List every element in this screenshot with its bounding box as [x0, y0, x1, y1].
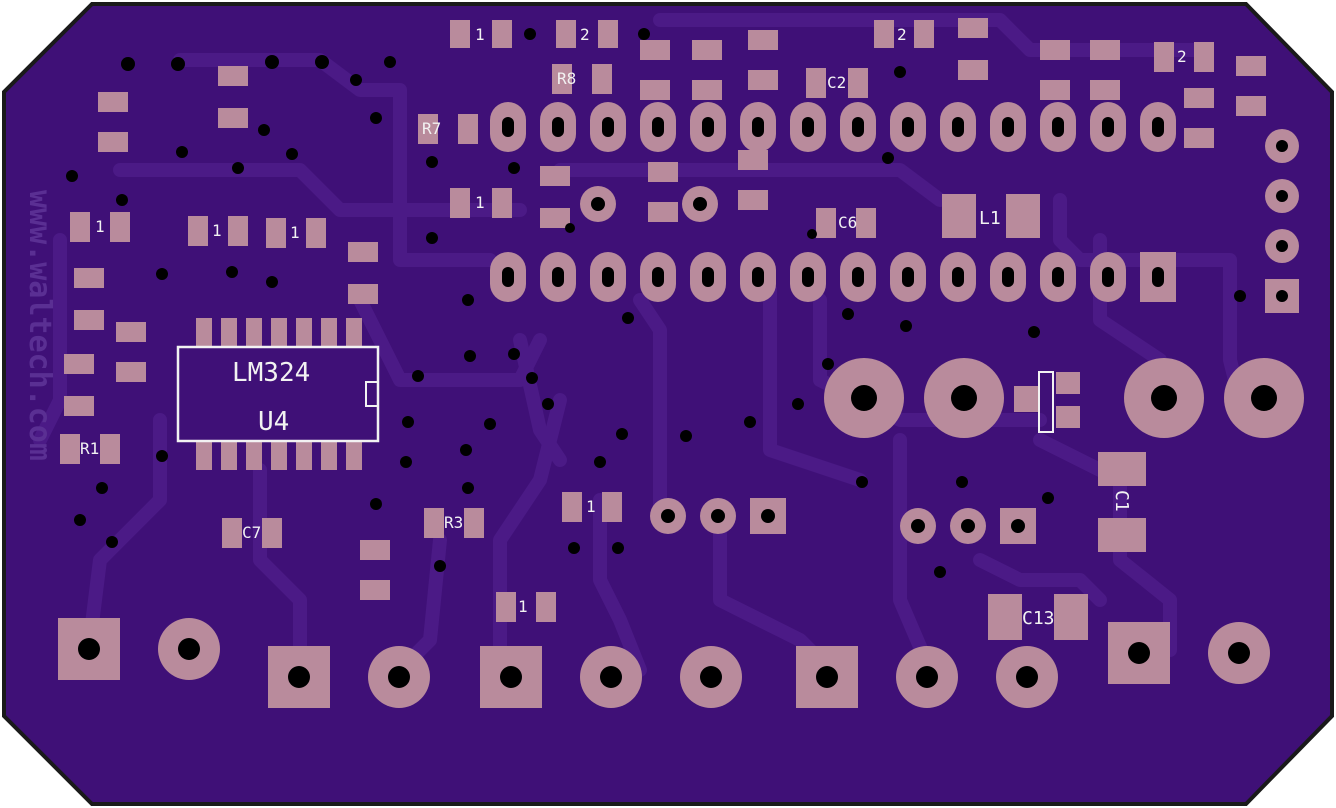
smd-resistors [60, 18, 1266, 622]
inductor-l1: L1 [942, 194, 1040, 238]
header-bottom-holes [502, 267, 1164, 287]
svg-text:R3: R3 [444, 513, 463, 532]
svg-text:1: 1 [586, 497, 596, 516]
svg-text:2: 2 [1177, 47, 1187, 66]
svg-text:1: 1 [212, 221, 222, 240]
side-header [1265, 129, 1299, 313]
svg-text:1: 1 [290, 223, 300, 242]
svg-text:1: 1 [475, 193, 485, 212]
svg-text:2: 2 [897, 25, 907, 44]
svg-text:R1: R1 [80, 439, 99, 458]
chip-ref-label: U4 [258, 407, 289, 437]
silk-labels: 1 2 2 2 C2 R7 R8 1 C6 1 1 1 R1 C7 R3 1 1 [80, 25, 1187, 616]
three-pin-left [650, 498, 786, 534]
chip-part-label: LM324 [232, 358, 310, 388]
bottom-terminals [58, 618, 1270, 708]
svg-text:C2: C2 [827, 73, 846, 92]
large-pads [824, 358, 1304, 438]
svg-text:C7: C7 [242, 523, 261, 542]
svg-text:1: 1 [518, 597, 528, 616]
capacitor-c1: C1 [1098, 452, 1146, 552]
svg-text:1: 1 [95, 217, 105, 236]
c13-label: C13 [1022, 608, 1055, 629]
header-top-holes [502, 117, 1164, 137]
svg-text:C6: C6 [838, 213, 857, 232]
sot-transistor [1014, 371, 1080, 433]
three-pin-right [900, 508, 1036, 544]
svg-text:R7: R7 [422, 119, 441, 138]
svg-text:R8: R8 [557, 69, 576, 88]
capacitor-c13: C13 [988, 594, 1088, 640]
inductor-label: L1 [979, 208, 1001, 229]
website-text: www.waltech.com [22, 190, 57, 461]
svg-text:2: 2 [580, 25, 590, 44]
lm324-chip: LM324 U4 [176, 318, 380, 470]
c1-label: C1 [1111, 490, 1132, 512]
svg-text:1: 1 [475, 25, 485, 44]
vias [66, 28, 1246, 578]
crystal-pads [580, 186, 718, 222]
